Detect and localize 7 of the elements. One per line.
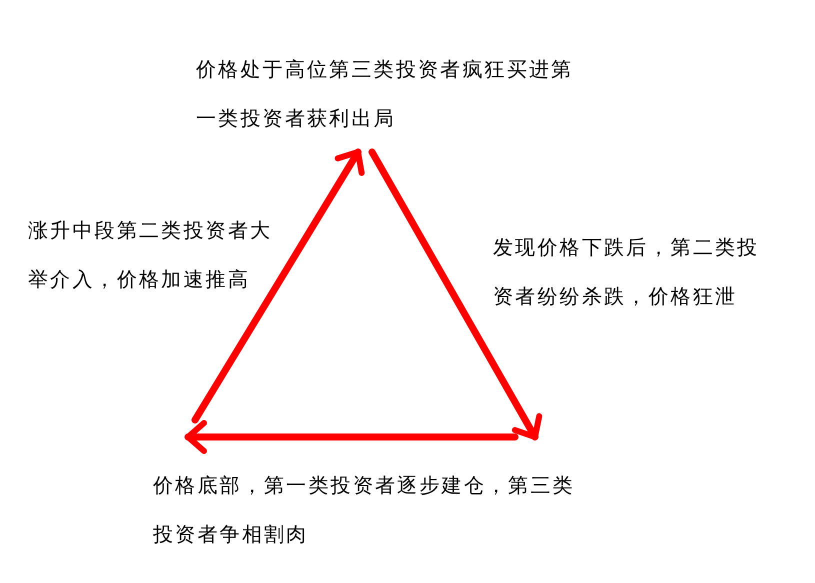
arrow — [192, 148, 365, 424]
arrow — [368, 148, 542, 440]
stage-text: 价格处于高位第三类投资者疯狂买进第一类投资者获利出局 — [196, 46, 588, 144]
stage-text: 价格底部，第一类投资者逐步建仓，第三类投资者争相割肉 — [153, 462, 578, 560]
arrow — [184, 420, 518, 454]
stage-text: 发现价格下跌后，第二类投资者纷纷杀跌，价格狂泄 — [493, 224, 773, 322]
stage-text: 涨升中段第二类投资者大举介入，价格加速推高 — [28, 207, 283, 305]
